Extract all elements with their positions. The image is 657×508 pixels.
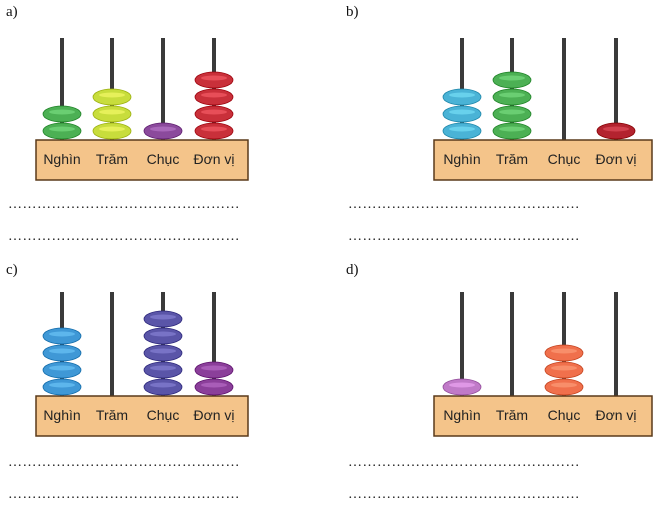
column-label: Đơn vị [595,407,637,423]
answer-line[interactable]: ………………………………………… [348,487,580,502]
abacus: Nghìn Trăm Chục Đơn vị [0,258,320,437]
abacus: Nghìn Trăm Chục Đơn vị [0,0,320,181]
abacus-graphic [433,292,653,437]
column-label: Đơn vị [595,151,637,167]
answer-line[interactable]: ………………………………………… [348,455,580,470]
bead-highlight [499,126,525,132]
exercise-panel-a: a) Nghìn Trăm Chục Đơn vị ………………………………………… ………… [0,0,320,250]
bead-highlight [499,75,525,81]
abacus-rod [161,38,165,140]
abacus-graphic [433,38,653,181]
abacus-rod [562,292,566,396]
abacus-frame [433,395,653,437]
abacus-rod [110,292,114,396]
bead-highlight [551,365,577,371]
bead-highlight [99,109,125,115]
bead-highlight [499,92,525,98]
bead-highlight [449,109,475,115]
bead-highlight [449,126,475,132]
abacus-frame [35,139,249,181]
bead-highlight [150,331,176,337]
abacus: Nghìn Trăm Chục Đơn vị [340,0,657,181]
answer-line[interactable]: ………………………………………… [348,197,580,212]
bead-highlight [201,92,227,98]
column-label: Trăm [95,151,129,167]
column-label: Trăm [95,407,129,423]
abacus-rod [460,292,464,396]
column-label: Nghìn [443,151,481,167]
panel-label: d) [346,262,359,278]
bead-highlight [150,365,176,371]
bead-highlight [449,92,475,98]
panel-label: b) [346,4,359,20]
bead-highlight [150,126,176,132]
exercise-panel-c: c) Nghìn Trăm Chục Đơn vị ………………………………………… ………… [0,258,320,508]
bead-highlight [49,365,75,371]
bead-highlight [551,382,577,388]
answer-line[interactable]: ………………………………………… [8,487,240,502]
exercise-panel-b: b) Nghìn Trăm Chục Đơn vị ………………………………………… ………… [340,0,657,250]
column-label: Chục [146,151,180,167]
abacus-rod [614,38,618,140]
abacus-graphic [35,292,249,437]
abacus-rod [60,38,64,140]
column-label: Nghìn [43,407,81,423]
bead-highlight [99,92,125,98]
abacus-rod [614,292,618,396]
bead-highlight [49,331,75,337]
bead-highlight [150,314,176,320]
bead-highlight [551,348,577,354]
bead-highlight [49,126,75,132]
bead-highlight [201,382,227,388]
bead-highlight [201,109,227,115]
column-label: Nghìn [43,151,81,167]
column-label: Nghìn [443,407,481,423]
answer-line[interactable]: ………………………………………… [8,229,240,244]
bead-highlight [150,382,176,388]
column-label: Đơn vị [193,407,235,423]
bead-highlight [99,126,125,132]
bead-highlight [603,126,629,132]
abacus-frame [433,139,653,181]
bead-highlight [201,126,227,132]
bead-highlight [449,382,475,388]
exercise-panel-d: d) Nghìn Trăm Chục Đơn vị ………………………………………… ………… [340,258,657,508]
column-label: Trăm [495,407,529,423]
bead-highlight [201,75,227,81]
panel-label: c) [6,262,18,278]
answer-line[interactable]: ………………………………………… [8,455,240,470]
abacus-frame [35,395,249,437]
column-label: Chục [146,407,180,423]
abacus: Nghìn Trăm Chục Đơn vị [340,258,657,437]
column-label: Chục [547,407,581,423]
bead-highlight [499,109,525,115]
abacus-rod [510,292,514,396]
answer-line[interactable]: ………………………………………… [8,197,240,212]
bead-highlight [49,382,75,388]
column-label: Trăm [495,151,529,167]
abacus-rod [212,292,216,396]
bead-highlight [49,348,75,354]
abacus-graphic [35,38,249,181]
bead-highlight [201,365,227,371]
bead-highlight [49,109,75,115]
column-label: Đơn vị [193,151,235,167]
panel-label: a) [6,4,18,20]
abacus-rod [562,38,566,140]
column-label: Chục [547,151,581,167]
bead-highlight [150,348,176,354]
answer-line[interactable]: ………………………………………… [348,229,580,244]
